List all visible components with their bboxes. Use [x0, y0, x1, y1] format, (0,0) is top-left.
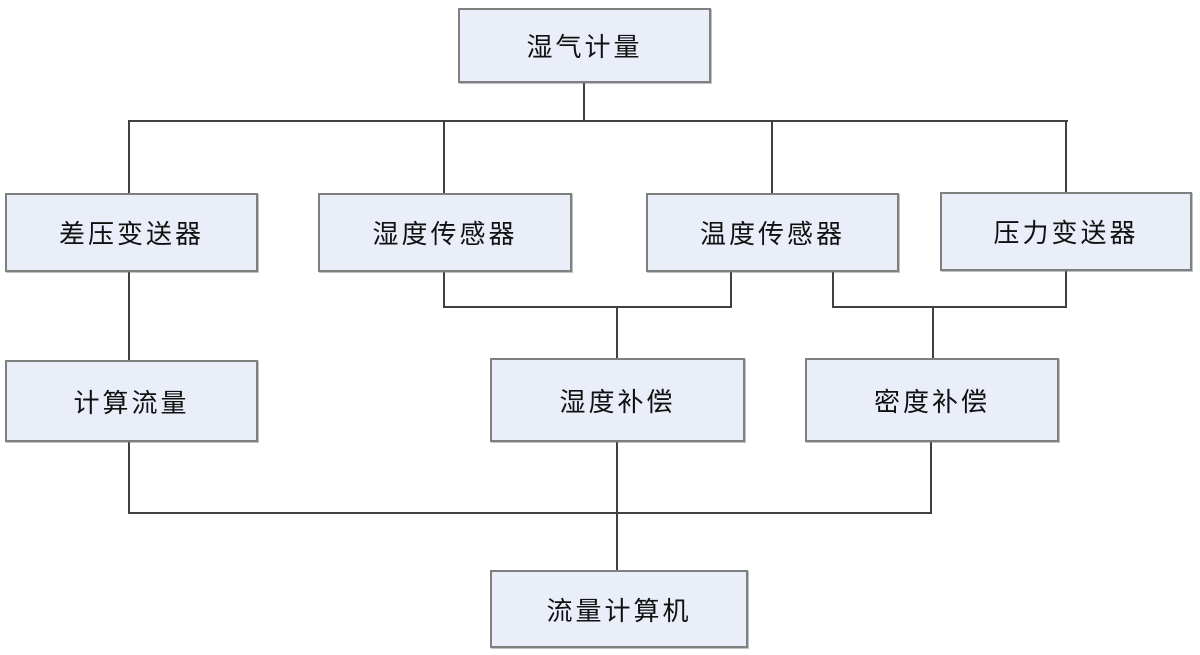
connector-to-density-comp [932, 306, 934, 358]
connector-calc-flow-down [128, 442, 130, 514]
node-temperature-sensor: 温度传感器 [646, 193, 899, 272]
connector-bus1-horizontal [128, 120, 1068, 122]
connector-bus3-horizontal [128, 512, 932, 514]
node-flow-computer-label: 流量计算机 [546, 596, 692, 626]
connector-to-humidity-comp [616, 306, 618, 358]
node-density-compensation-label: 密度补偿 [873, 387, 990, 417]
node-temperature-sensor-label: 温度传感器 [699, 220, 845, 249]
node-wet-gas-metering-label: 湿气计量 [526, 33, 643, 62]
node-humidity-compensation: 湿度补偿 [490, 358, 745, 442]
connector-bus1-to-humidity [443, 120, 445, 193]
connector-bus2a-horizontal [443, 306, 732, 308]
connector-pressure-down [1065, 271, 1067, 308]
node-pressure-transmitter: 压力变送器 [940, 192, 1192, 271]
connector-humidity-down [443, 272, 445, 308]
node-humidity-sensor: 湿度传感器 [318, 193, 572, 272]
connector-bus2b-horizontal [832, 306, 1067, 308]
node-wet-gas-metering: 湿气计量 [458, 8, 711, 83]
connector-to-flow-computer [616, 442, 618, 570]
connector-temperature-down-right [832, 272, 834, 308]
connector-root-to-bus1 [583, 83, 585, 122]
node-dp-transmitter-label: 差压变送器 [58, 220, 204, 249]
node-density-compensation: 密度补偿 [805, 358, 1059, 442]
node-humidity-compensation-label: 湿度补偿 [559, 387, 676, 417]
connector-density-comp-down [930, 442, 932, 514]
node-humidity-sensor-label: 湿度传感器 [372, 220, 518, 249]
node-pressure-transmitter-label: 压力变送器 [993, 219, 1139, 248]
connector-dp-to-calc-flow [128, 272, 130, 360]
connector-bus1-to-pressure [1065, 120, 1067, 192]
connector-temperature-down-left [730, 272, 732, 308]
node-dp-transmitter: 差压变送器 [5, 193, 258, 272]
connector-bus1-to-temperature [771, 120, 773, 193]
connector-bus1-to-dp [128, 120, 130, 193]
node-flow-computer: 流量计算机 [490, 570, 748, 648]
node-calculate-flow-label: 计算流量 [73, 388, 190, 418]
node-calculate-flow: 计算流量 [5, 360, 258, 442]
